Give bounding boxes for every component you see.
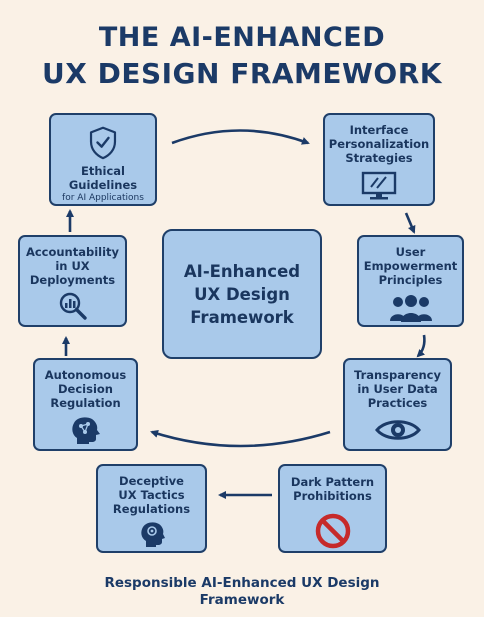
node-autonomous-line-3: Regulation: [50, 396, 121, 410]
node-accountability-line-2: in UX: [55, 259, 90, 273]
magnifier-chart-icon: [59, 292, 87, 320]
node-personalization-line-1: Interface: [349, 123, 409, 137]
users-group-icon: [389, 295, 432, 322]
node-autonomous-line-2: Decision: [58, 382, 113, 396]
footer-caption: Responsible AI-Enhanced UX Design Framew…: [0, 575, 484, 609]
node-accountability-line-3: Deployments: [29, 273, 116, 287]
monitor-icon: [361, 171, 397, 200]
node-transparency: Transparency in User Data Practices: [343, 358, 452, 451]
node-empowerment-line-3: Principles: [378, 273, 443, 287]
title-line-1: THE AI-ENHANCED: [98, 22, 386, 53]
node-empowerment-line-1: User: [395, 245, 426, 259]
footer-line-2: Framework: [199, 592, 285, 608]
node-accountability: Accountability in UX Deployments: [18, 235, 127, 327]
arrow-empowerment-to-transparency: [416, 334, 426, 358]
arrow-transparency-to-autonomous: [150, 430, 331, 448]
node-user-empowerment: User Empowerment Principles: [357, 235, 464, 327]
ai-head-icon: [71, 417, 100, 444]
node-interface-personalization: Interface Personalization Strategies: [323, 113, 435, 206]
node-accountability-line-1: Accountability: [25, 245, 120, 259]
node-deceptive-line-3: Regulations: [112, 502, 191, 516]
node-deceptive-line-2: UX Tactics: [118, 488, 185, 502]
node-autonomous-decision: Autonomous Decision Regulation: [33, 358, 138, 451]
node-ethical-line-2: Guidelines: [68, 178, 138, 192]
node-dark-pattern: Dark Pattern Prohibitions: [278, 464, 387, 553]
node-empowerment-line-2: Empowerment: [363, 259, 458, 273]
node-ethical-sub: for AI Applications: [62, 193, 144, 203]
node-deceptive-line-1: Deceptive: [119, 474, 184, 488]
node-darkpattern-line-2: Prohibitions: [293, 489, 372, 503]
node-personalization-line-3: Strategies: [345, 151, 413, 165]
node-transparency-line-3: Practices: [367, 396, 428, 410]
arrow-personalization-to-empowerment: [404, 212, 416, 234]
center-line-3: Framework: [190, 307, 294, 327]
node-personalization-line-2: Personalization: [328, 137, 430, 151]
node-transparency-line-2: in User Data: [357, 382, 438, 396]
arrow-ethical-to-personalization: [171, 129, 310, 145]
node-darkpattern-line-1: Dark Pattern: [290, 475, 375, 489]
center-line-2: UX Design: [194, 284, 290, 304]
center-framework-box: AI-Enhanced UX Design Framework: [162, 229, 322, 359]
eye-icon: [374, 420, 421, 440]
node-ethical-line-1: Ethical: [80, 164, 125, 178]
diagram-title: THE AI-ENHANCED UX DESIGN FRAMEWORK: [0, 20, 484, 92]
center-line-1: AI-Enhanced: [183, 261, 301, 281]
prohibited-icon: [315, 513, 350, 549]
node-deceptive-ux: Deceptive UX Tactics Regulations: [96, 464, 207, 553]
node-transparency-line-1: Transparency: [353, 368, 441, 382]
node-ethical-guidelines: Ethical Guidelines for AI Applications: [49, 113, 157, 206]
title-line-2: UX DESIGN FRAMEWORK: [42, 57, 442, 90]
head-profile-icon: [140, 522, 165, 547]
footer-line-1: Responsible AI-Enhanced UX Design: [104, 575, 380, 591]
node-autonomous-line-1: Autonomous: [44, 368, 127, 382]
shield-check-icon: [89, 126, 117, 160]
